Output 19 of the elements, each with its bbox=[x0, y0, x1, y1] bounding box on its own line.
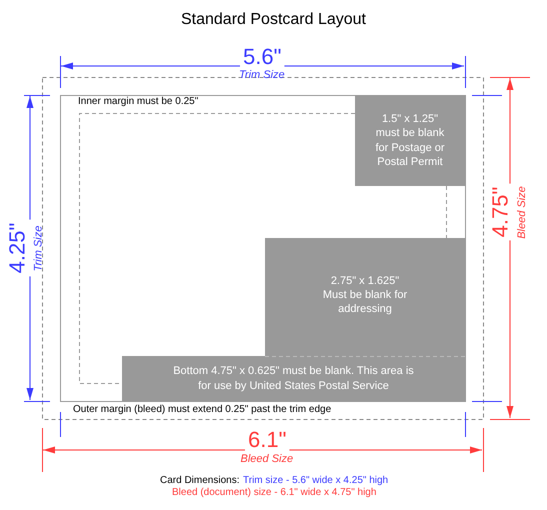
blank-area bbox=[122, 356, 465, 401]
footer-note: Bleed (document) size - 6.1" wide x 4.75" high bbox=[172, 488, 376, 498]
area-note: Bottom 4.75" x 0.625" must be blank. This area is for use by United States Postal Service bbox=[172, 364, 415, 393]
dimension-value: 6.1" bbox=[248, 429, 286, 451]
dimension-value: 4.25" bbox=[6, 222, 28, 274]
dimension-caption: Bleed Size bbox=[240, 454, 294, 464]
margin-note: Inner margin must be 0.25" bbox=[78, 97, 198, 107]
dimension-value: 5.6" bbox=[243, 46, 282, 68]
dimension-caption: Bleed Size bbox=[516, 186, 528, 238]
dimension-caption: Trim Size bbox=[239, 70, 285, 80]
blank-area bbox=[355, 95, 465, 186]
title: Standard Postcard Layout bbox=[180, 12, 367, 28]
area-note: 1.5" x 1.25" must be blank for Postage or Postal Permit bbox=[374, 112, 446, 170]
area-note: 2.75" x 1.625" Must be blank for addressing bbox=[322, 274, 408, 316]
footer-note: Trim size - 5.6" wide x 4.25" high bbox=[243, 476, 388, 486]
blank-area bbox=[265, 238, 465, 356]
dimension-caption: Trim Size bbox=[33, 225, 44, 271]
footer-note: Card Dimensions: bbox=[160, 476, 240, 486]
dimension-value: 4.75" bbox=[488, 186, 511, 238]
